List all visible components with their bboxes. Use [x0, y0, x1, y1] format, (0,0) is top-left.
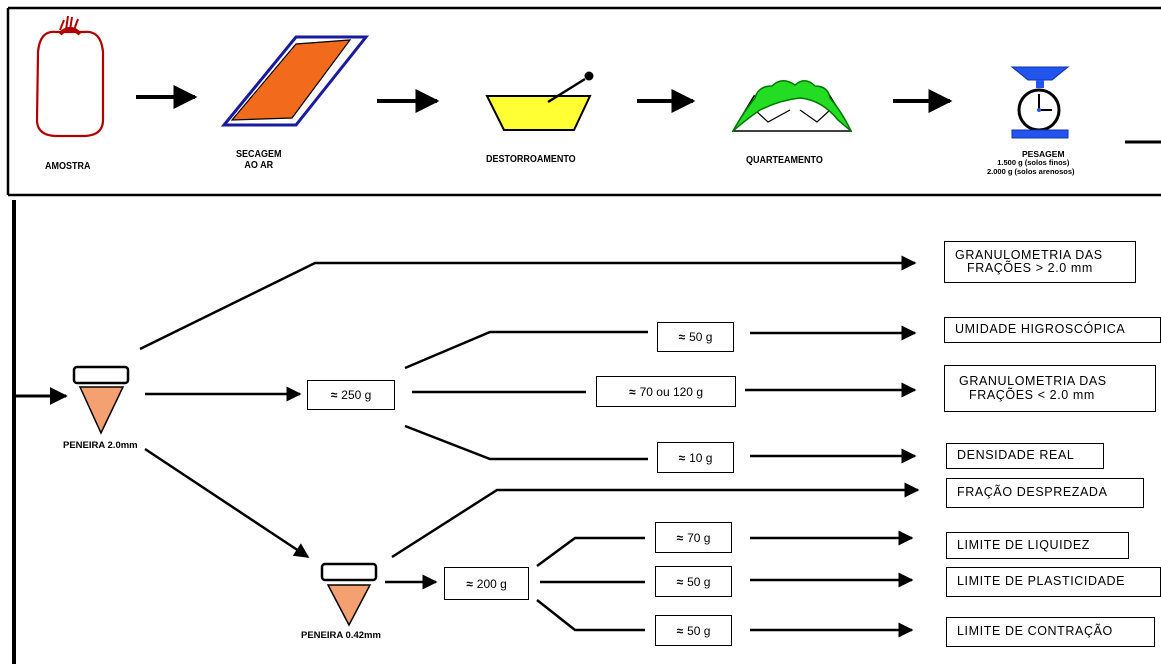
approx-symbol: ≈ — [678, 330, 686, 344]
amount-box-200: ≈ 200 g — [444, 567, 529, 600]
amount-50c-text: 50 g — [687, 623, 711, 638]
result-liquidez: LIMITE DE LIQUIDEZ — [946, 532, 1129, 559]
step-pesagem-title: PESAGEM — [1022, 149, 1065, 159]
step-pesagem-line3: 2.000 g (solos arenosos) — [987, 166, 1075, 176]
amount-box-50c: ≈ 50 g — [655, 615, 732, 646]
step-secagem-line1: SECAGEM — [236, 149, 282, 160]
result-gran-gt-line2: FRAÇÕES > 2.0 mm — [967, 261, 1093, 275]
result-contracao-line1: LIMITE DE CONTRAÇÃO — [957, 624, 1113, 639]
sample-bag-icon — [35, 15, 105, 138]
approx-symbol: ≈ — [676, 574, 684, 589]
step-amostra-label: AMOSTRA — [45, 161, 91, 172]
amount-box-250: ≈ 250 g — [307, 380, 395, 410]
step-secagem-line2: AO AR — [244, 159, 274, 171]
scale-icon — [1010, 66, 1070, 139]
sieve-042mm-icon — [320, 562, 378, 627]
step-secagem-label: SECAGEM AO AR — [236, 149, 282, 171]
result-contracao: LIMITE DE CONTRAÇÃO — [946, 617, 1155, 647]
amount-50b-text: 50 g — [687, 574, 711, 589]
step-pesagem-label: PESAGEM 1.500 g (solos finos) 2.000 g (s… — [987, 149, 1075, 176]
amount-box-70: ≈ 70 g — [655, 522, 732, 553]
sieve-2mm-label: PENEIRA 2.0mm — [63, 440, 138, 451]
approx-symbol: ≈ — [466, 576, 473, 591]
branch-50 — [404, 330, 648, 370]
result-desprezada-line1: FRAÇÃO DESPREZADA — [957, 485, 1108, 500]
result-gran-lt-line1: GRANULOMETRIA DAS — [959, 374, 1107, 389]
approx-symbol: ≈ — [330, 388, 338, 402]
amount-box-70-120: ≈ 70 ou 120 g — [596, 376, 736, 407]
arrow-to-sieve-042 — [144, 447, 310, 559]
approx-symbol: ≈ — [676, 530, 684, 545]
branch-gran-gt — [139, 255, 917, 351]
branch-10 — [404, 424, 648, 461]
result-gran-gt: GRANULOMETRIA DAS FRAÇÕES > 2.0 mm — [944, 241, 1136, 283]
amount-250-text: 250 g — [341, 388, 372, 402]
step-destorroamento-label: DESTORROAMENTO — [486, 154, 576, 165]
result-densidade-line1: DENSIDADE REAL — [957, 448, 1075, 463]
sieve-042mm-label: PENEIRA 0.42mm — [301, 630, 381, 641]
amount-box-10: ≈ 10 g — [657, 442, 734, 473]
drying-tray-icon — [220, 35, 370, 127]
result-gran-lt-line2: FRAÇÕES < 2.0 mm — [969, 387, 1095, 402]
amount-box-50: ≈ 50 g — [657, 322, 734, 352]
amount-70-120-text: 70 ou 120 g — [639, 384, 703, 399]
amount-200-text: 200 g — [476, 576, 507, 591]
amount-70-text: 70 g — [687, 530, 711, 545]
amount-50-text: 50 g — [689, 330, 713, 344]
result-gran-lt: GRANULOMETRIA DAS FRAÇÕES < 2.0 mm — [944, 365, 1156, 412]
top-frame — [6, 6, 1161, 197]
mortar-bowl-icon — [485, 71, 594, 131]
sieve-2mm-icon — [72, 365, 130, 435]
amount-box-50b: ≈ 50 g — [655, 566, 732, 597]
step-pesagem-line2: 1.500 g (solos finos) — [997, 158, 1070, 168]
branch-70 — [536, 536, 645, 568]
approx-symbol: ≈ — [678, 450, 686, 465]
branch-desprezada — [391, 482, 920, 559]
amount-10-text: 10 g — [689, 450, 713, 465]
result-liquidez-line1: LIMITE DE LIQUIDEZ — [957, 537, 1091, 552]
result-umidade-line1: UMIDADE HIGROSCÓPICA — [955, 322, 1126, 337]
result-plasticidade: LIMITE DE PLASTICIDADE — [946, 567, 1161, 597]
result-gran-gt-line1: GRANULOMETRIA DAS — [955, 247, 1103, 262]
result-umidade: UMIDADE HIGROSCÓPICA — [944, 317, 1161, 343]
result-plasticidade-line1: LIMITE DE PLASTICIDADE — [957, 574, 1126, 589]
branch-50c — [536, 599, 645, 632]
result-densidade: DENSIDADE REAL — [946, 443, 1104, 469]
result-desprezada: FRAÇÃO DESPREZADA — [946, 478, 1144, 508]
quartering-icon — [731, 80, 853, 132]
approx-symbol: ≈ — [629, 384, 636, 399]
step-quarteamento-label: QUARTEAMENTO — [746, 155, 823, 166]
approx-symbol: ≈ — [676, 623, 684, 638]
